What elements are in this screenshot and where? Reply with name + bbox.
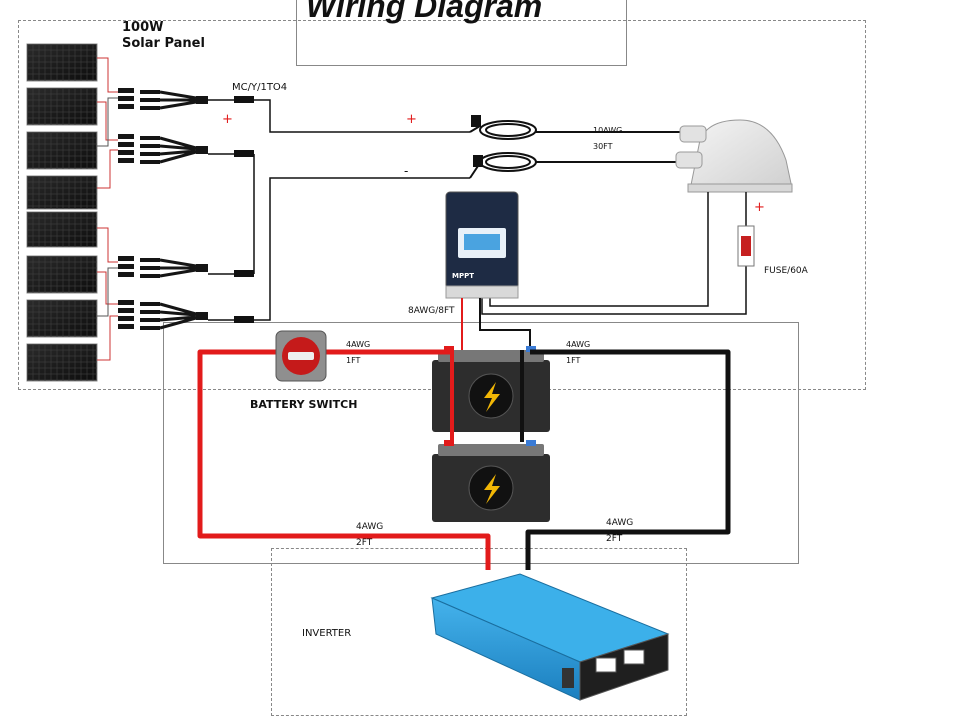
solar-panel — [26, 87, 98, 126]
switch-wire-length: 1FT — [346, 356, 361, 365]
diagram-title: Wiring Diagram — [306, 0, 543, 24]
battery-neg-wire-gauge: 4AWG — [566, 340, 591, 349]
inverter-pos-wire-length: 2FT — [356, 538, 373, 548]
lightning-icon — [484, 474, 500, 504]
controller-wire-gauge: 8AWG/8FT — [408, 306, 455, 316]
y-connector — [118, 300, 208, 330]
lightning-icon — [484, 382, 500, 412]
y-connector — [118, 256, 208, 278]
fuse-sign: + — [754, 200, 765, 215]
inverter-frame — [271, 548, 687, 716]
fuse-label: FUSE/60A — [764, 266, 808, 276]
solar-panel — [26, 211, 98, 248]
solar-panel — [26, 299, 98, 338]
mppt-controller: MPPT — [445, 191, 519, 299]
y-connectors — [118, 88, 208, 330]
battery-parallel-links — [450, 350, 524, 442]
inverter-neg-wire-length: 2FT — [606, 534, 623, 544]
connector-label: MC/Y/1TO4 — [232, 82, 288, 93]
battery-switch — [275, 330, 327, 382]
pv-wire-gauge: 10AWG — [593, 126, 623, 135]
solar-panel-label-line1: 100W — [122, 20, 164, 35]
cable-entry-gland — [675, 119, 793, 193]
positive-sign: + — [222, 112, 233, 127]
title-frame — [296, 0, 627, 66]
controller-pv-wires — [481, 192, 747, 315]
controller-battery-wires — [461, 298, 531, 350]
inverter-pos-wire-gauge: 4AWG — [356, 522, 384, 532]
series-links — [253, 99, 470, 321]
y-connector — [118, 88, 208, 110]
solar-panel-label-line2: Solar Panel — [122, 36, 205, 51]
panel-leads — [97, 57, 118, 361]
solar-panels — [26, 43, 98, 382]
pv-negative-sign: - — [404, 164, 409, 178]
cable-coils — [469, 115, 700, 179]
pv-wire-length: 30FT — [593, 142, 613, 151]
switch-wire-gauge: 4AWG — [346, 340, 371, 349]
battery — [432, 346, 550, 432]
battery-neg-wire-length: 1FT — [566, 356, 581, 365]
battery — [432, 440, 550, 522]
solar-panel — [26, 343, 98, 382]
inverter-label: INVERTER — [302, 628, 352, 639]
solar-panel — [26, 43, 98, 82]
string-wires — [208, 99, 252, 321]
y-connector — [118, 134, 208, 164]
solar-panel — [26, 255, 98, 294]
inverter — [430, 573, 670, 701]
fuse — [737, 225, 755, 267]
solar-panel — [26, 131, 98, 170]
mppt-badge: MPPT — [452, 272, 474, 280]
battery-switch-label: BATTERY SWITCH — [250, 398, 358, 411]
mc4-plugs — [234, 96, 254, 323]
pv-positive-sign: + — [406, 112, 417, 127]
inverter-neg-wire-gauge: 4AWG — [606, 518, 634, 528]
solar-panel — [26, 175, 98, 210]
